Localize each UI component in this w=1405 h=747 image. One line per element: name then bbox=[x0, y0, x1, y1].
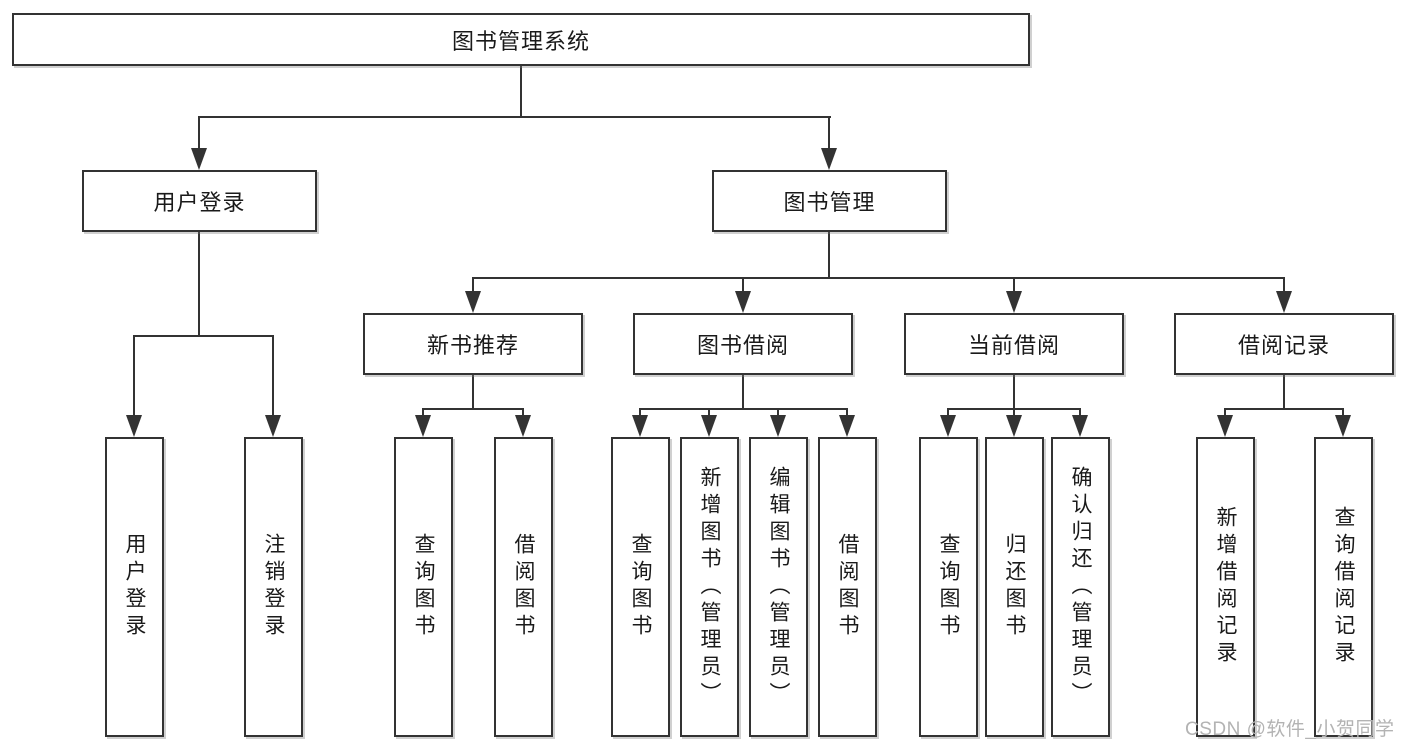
connector-line bbox=[639, 408, 848, 410]
node-book-borrowing: 图书借阅 bbox=[633, 313, 853, 375]
connector-line bbox=[1079, 408, 1081, 420]
arrow-down-icon bbox=[770, 415, 786, 437]
connector-line bbox=[742, 277, 744, 297]
node-label: 图书管理 bbox=[783, 190, 876, 215]
leaf-records-add-record: 新增借阅记录 bbox=[1196, 437, 1255, 737]
arrow-down-icon bbox=[465, 291, 481, 313]
leaf-recommend-borrow-books: 借阅图书 bbox=[494, 437, 553, 737]
connector-line bbox=[777, 408, 779, 420]
arrow-down-icon bbox=[821, 148, 837, 170]
arrow-down-icon bbox=[191, 148, 207, 170]
arrow-down-icon bbox=[515, 415, 531, 437]
leaf-label: 确认归还（管理员） bbox=[1069, 465, 1092, 709]
leaf-label: 借阅图书 bbox=[512, 533, 535, 641]
arrow-down-icon bbox=[839, 415, 855, 437]
connector-line bbox=[1224, 408, 1344, 410]
watermark-text: CSDN @软件_小贺同学 bbox=[1185, 719, 1395, 740]
node-label: 新书推荐 bbox=[426, 333, 519, 358]
connector-line bbox=[1283, 375, 1285, 408]
connector-line bbox=[639, 408, 641, 420]
arrow-down-icon bbox=[1006, 415, 1022, 437]
connector-line bbox=[522, 408, 524, 420]
connector-line bbox=[198, 116, 200, 152]
connector-line bbox=[133, 335, 135, 420]
leaf-records-query-record: 查询借阅记录 bbox=[1314, 437, 1373, 737]
connector-line bbox=[1013, 408, 1015, 420]
connector-line bbox=[1342, 408, 1344, 420]
connector-line bbox=[846, 408, 848, 420]
leaf-borrow-add-books-admin: 新增图书（管理员） bbox=[680, 437, 739, 737]
connector-line bbox=[708, 408, 710, 420]
connector-line bbox=[520, 66, 522, 116]
leaf-label: 借阅图书 bbox=[836, 533, 859, 641]
leaf-user-login: 用户登录 bbox=[105, 437, 164, 737]
leaf-label: 查询图书 bbox=[412, 533, 435, 641]
node-new-book-recommend: 新书推荐 bbox=[363, 313, 583, 375]
node-book-management: 图书管理 bbox=[712, 170, 947, 232]
arrow-down-icon bbox=[265, 415, 281, 437]
node-label: 借阅记录 bbox=[1237, 333, 1330, 358]
connector-line bbox=[272, 335, 274, 420]
leaf-label: 注销登录 bbox=[262, 533, 285, 641]
arrow-down-icon bbox=[1335, 415, 1351, 437]
arrow-down-icon bbox=[701, 415, 717, 437]
connector-line bbox=[1013, 277, 1015, 297]
arrow-down-icon bbox=[126, 415, 142, 437]
node-borrowing-records: 借阅记录 bbox=[1174, 313, 1394, 375]
node-user-login: 用户登录 bbox=[82, 170, 317, 232]
connector-line bbox=[472, 277, 474, 297]
leaf-label: 新增图书（管理员） bbox=[698, 465, 721, 709]
leaf-label: 新增借阅记录 bbox=[1214, 506, 1237, 668]
node-current-borrowing: 当前借阅 bbox=[904, 313, 1124, 375]
connector-line bbox=[828, 232, 830, 277]
node-label: 图书管理系统 bbox=[451, 28, 590, 54]
connector-line bbox=[1283, 277, 1285, 297]
arrow-down-icon bbox=[1217, 415, 1233, 437]
leaf-logout: 注销登录 bbox=[244, 437, 303, 737]
arrow-down-icon bbox=[1006, 291, 1022, 313]
leaf-borrow-query-books: 查询图书 bbox=[611, 437, 670, 737]
connector-line bbox=[422, 408, 424, 420]
leaf-label: 编辑图书（管理员） bbox=[767, 465, 790, 709]
node-label: 用户登录 bbox=[153, 190, 246, 215]
connector-line bbox=[1224, 408, 1226, 420]
leaf-label: 用户登录 bbox=[123, 533, 146, 641]
connector-line bbox=[742, 375, 744, 408]
arrow-down-icon bbox=[632, 415, 648, 437]
arrow-down-icon bbox=[1276, 291, 1292, 313]
leaf-current-confirm-return-admin: 确认归还（管理员） bbox=[1051, 437, 1110, 737]
leaf-label: 查询借阅记录 bbox=[1332, 506, 1355, 668]
arrow-down-icon bbox=[1072, 415, 1088, 437]
connector-line bbox=[133, 335, 274, 337]
connector-line bbox=[422, 408, 524, 410]
leaf-label: 归还图书 bbox=[1003, 533, 1026, 641]
leaf-label: 查询图书 bbox=[629, 533, 652, 641]
leaf-borrow-edit-books-admin: 编辑图书（管理员） bbox=[749, 437, 808, 737]
connector-line bbox=[828, 116, 830, 152]
leaf-recommend-query-books: 查询图书 bbox=[394, 437, 453, 737]
leaf-current-return-books: 归还图书 bbox=[985, 437, 1044, 737]
connector-line bbox=[1013, 375, 1015, 408]
connector-line bbox=[198, 232, 200, 335]
node-library-system: 图书管理系统 bbox=[12, 13, 1030, 66]
connector-line bbox=[198, 116, 831, 118]
leaf-borrow-borrow-books: 借阅图书 bbox=[818, 437, 877, 737]
connector-line bbox=[472, 277, 1285, 279]
connector-line bbox=[472, 375, 474, 408]
node-label: 图书借阅 bbox=[696, 333, 789, 358]
arrow-down-icon bbox=[415, 415, 431, 437]
arrow-down-icon bbox=[940, 415, 956, 437]
node-label: 当前借阅 bbox=[967, 333, 1060, 358]
connector-line bbox=[947, 408, 949, 420]
leaf-current-query-books: 查询图书 bbox=[919, 437, 978, 737]
arrow-down-icon bbox=[735, 291, 751, 313]
leaf-label: 查询图书 bbox=[937, 533, 960, 641]
